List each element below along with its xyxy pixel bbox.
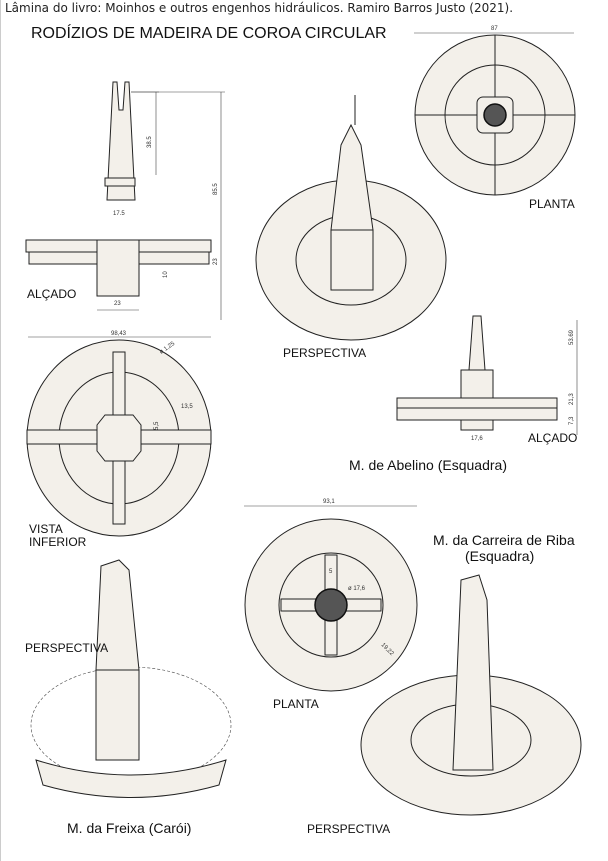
view-label: PLANTA <box>273 697 319 711</box>
mill-name: M. de Abelino (Esquadra) <box>349 457 507 473</box>
view-label: PERSPECTIVA <box>25 641 108 655</box>
dim-label: 7,3 <box>569 416 575 425</box>
alcado-2-drawing <box>396 315 578 435</box>
alcado-1-drawing <box>25 81 225 320</box>
dim-label: ø 17,6 <box>348 586 366 592</box>
vista-inferior-drawing <box>26 336 212 537</box>
dim-label: 98,43 <box>111 331 127 337</box>
perspectiva-1-drawing <box>255 95 447 341</box>
view-label: INFERIOR <box>29 535 87 549</box>
view-label: PERSPECTIVA <box>307 822 390 836</box>
dim-label: 93,1 <box>323 499 335 505</box>
dim-label: 21,3 <box>569 393 575 405</box>
view-label: PERSPECTIVA <box>283 346 366 360</box>
view-label: ALÇADO <box>27 287 76 301</box>
planta-1-drawing <box>414 32 576 196</box>
dim-label: 17.5 <box>113 211 125 217</box>
dim-label: 85.5 <box>213 183 219 195</box>
dim-label: 5 <box>329 569 333 575</box>
dim-label: ø 1,25 <box>159 341 177 356</box>
dim-label: 38.5 <box>147 136 153 148</box>
view-label: PLANTA <box>529 197 575 211</box>
page-title: RODÍZIOS DE MADEIRA DE COROA CIRCULAR <box>31 23 387 42</box>
perspectiva-2-drawing <box>30 559 232 798</box>
mill-name: (Esquadra) <box>465 548 534 564</box>
planta-2-drawing <box>244 505 418 692</box>
dim-label: 23 <box>213 258 219 265</box>
view-label: ALÇADO <box>528 431 577 445</box>
mill-name: M. da Freixa (Carói) <box>67 820 191 836</box>
dim-label: 10 <box>163 271 169 278</box>
caption: Lâmina do livro: Moinhos e outros engenh… <box>5 1 513 15</box>
dim-label: 13,5 <box>181 404 193 410</box>
mill-name: M. da Carreira de Riba <box>433 532 575 548</box>
dim-label: 87 <box>491 26 498 32</box>
view-label: VISTA <box>29 522 63 536</box>
dim-label: 17,6 <box>471 436 483 442</box>
dim-label: 53.69 <box>569 329 575 345</box>
dim-label: 23 <box>114 301 121 307</box>
perspectiva-3-drawing <box>360 574 582 816</box>
dim-label: 5,5 <box>154 421 160 430</box>
